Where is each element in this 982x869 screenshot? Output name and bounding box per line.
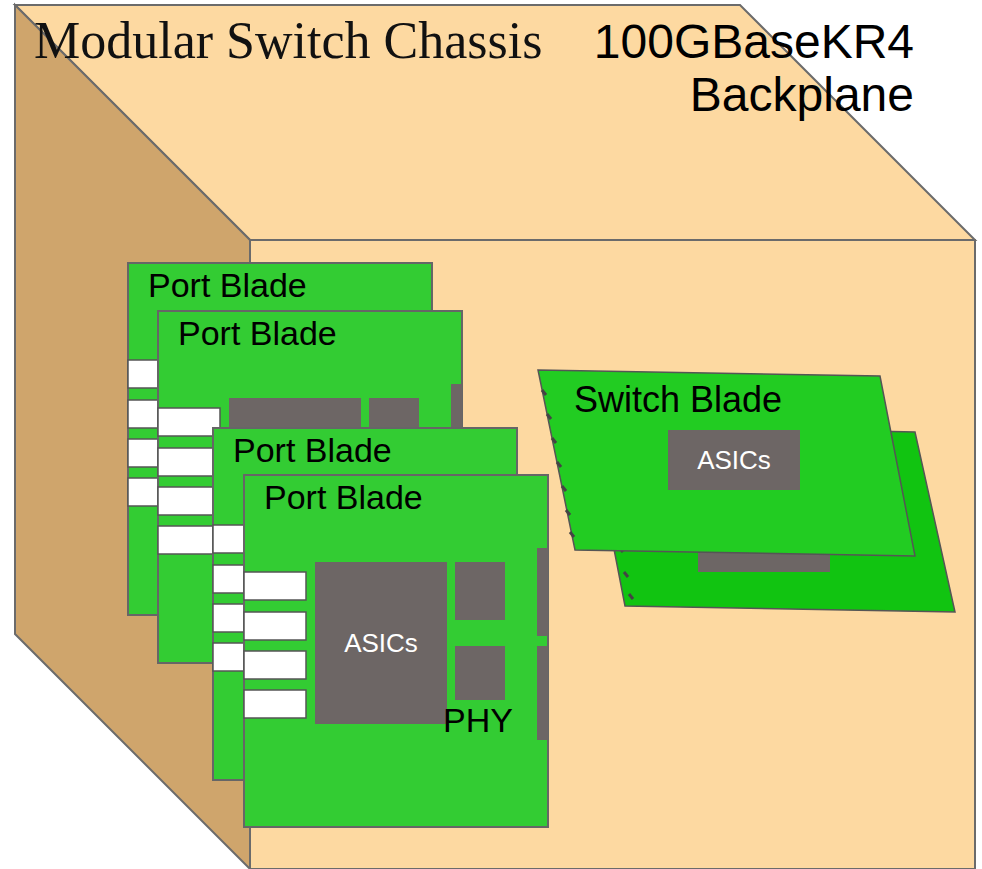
port [244, 690, 306, 718]
asic-chip [668, 430, 800, 490]
switch-blade-shape [538, 370, 915, 556]
chassis-title: Modular Switch Chassis [34, 12, 674, 69]
blade-label: Port Blade [148, 267, 428, 304]
blade-label: Port Blade [264, 479, 544, 516]
blade-label: Switch Blade [574, 380, 870, 420]
phy-chip [455, 562, 505, 620]
edge-connector [537, 548, 548, 636]
blade-label: Port Blade [178, 315, 458, 352]
port [244, 572, 306, 600]
asic-chip: ASICs [668, 430, 800, 490]
asic-chip [315, 562, 447, 724]
port [244, 651, 306, 679]
port-blade-shape [244, 475, 548, 827]
asic-chip: ASICs [315, 562, 447, 724]
backplane-label: 100GBaseKR4 Backplane [436, 16, 914, 122]
port [244, 612, 306, 640]
blade-label: ASICs [319, 629, 443, 658]
port [158, 448, 220, 476]
phy-chip [455, 646, 505, 700]
port [158, 487, 220, 515]
label-holder: PHY [443, 702, 533, 739]
edge-connector [537, 646, 548, 740]
switch-blade: Switch BladeASICs [560, 378, 880, 553]
phy-label: PHY [443, 702, 533, 739]
port [158, 526, 220, 554]
port-blade: Port BladeASICs [244, 475, 548, 827]
blade-label: ASICs [672, 446, 796, 475]
blade-board [244, 475, 548, 827]
port [158, 408, 220, 436]
blade-label: Port Blade [233, 432, 513, 469]
